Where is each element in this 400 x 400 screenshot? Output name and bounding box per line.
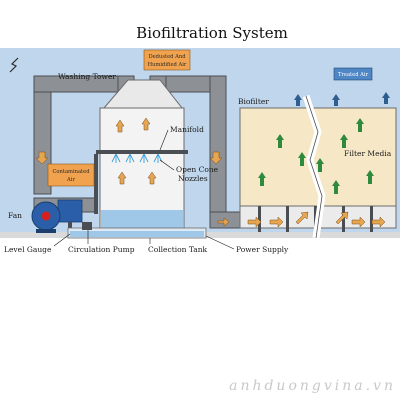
label-biofilter: Biofilter: [238, 97, 269, 106]
svg-text:Air: Air: [66, 177, 75, 183]
riser-pipe: [94, 154, 98, 214]
svg-text:Treated Air: Treated Air: [338, 72, 369, 78]
watermark: anhduongvina.vn: [229, 378, 396, 394]
label-circulation-pump: Circulation Pump: [68, 245, 135, 254]
circulation-pump: [82, 222, 92, 230]
up-arrow-icon: [294, 92, 390, 106]
label-collection-tank: Collection Tank: [148, 245, 208, 254]
tower-water: [101, 210, 183, 228]
diagram-title: Biofiltration System: [136, 24, 288, 42]
treated-air-box: Treated Air: [333, 67, 373, 81]
label-level-gauge: Level Gauge: [4, 245, 52, 254]
duct-flow-arrows: [35, 151, 230, 227]
fan-icon: [31, 199, 83, 233]
up-arrow-icon: [258, 118, 374, 194]
up-arrow-icon: [115, 117, 157, 185]
label-power-supply: Power Supply: [236, 245, 289, 254]
label-washing-tower: Washing Tower: [58, 72, 116, 81]
biofilter-bed: [239, 92, 397, 239]
power-leader: [205, 235, 235, 250]
lightning-zigzag-icon: [9, 57, 19, 73]
level-gauge-leader: [53, 233, 71, 247]
svg-text:Humidified Air: Humidified Air: [148, 62, 187, 68]
label-filter-media: Filter Media: [344, 149, 392, 158]
nozzles-leader: [159, 159, 175, 171]
contaminated-air-box: Contaminated Air: [47, 163, 95, 187]
svg-text:Contaminated: Contaminated: [52, 169, 90, 175]
dedusted-air-box: Dedusted And Humidified Air: [143, 49, 191, 71]
label-fan: Fan: [8, 211, 22, 220]
washing-tower: [94, 79, 188, 231]
svg-text:Dedusted And: Dedusted And: [148, 54, 186, 60]
label-manifold: Manifold: [170, 125, 204, 134]
nozzle-spray-icon: [111, 153, 163, 163]
collection-tank: [67, 227, 207, 239]
manifold-leader: [159, 129, 169, 151]
label-open-cone-nozzles-2: Nozzles: [178, 174, 208, 183]
manifold-pipe: [96, 150, 188, 154]
label-open-cone-nozzles: Open Cone: [176, 165, 219, 174]
right-arrow-icon: [247, 211, 386, 228]
